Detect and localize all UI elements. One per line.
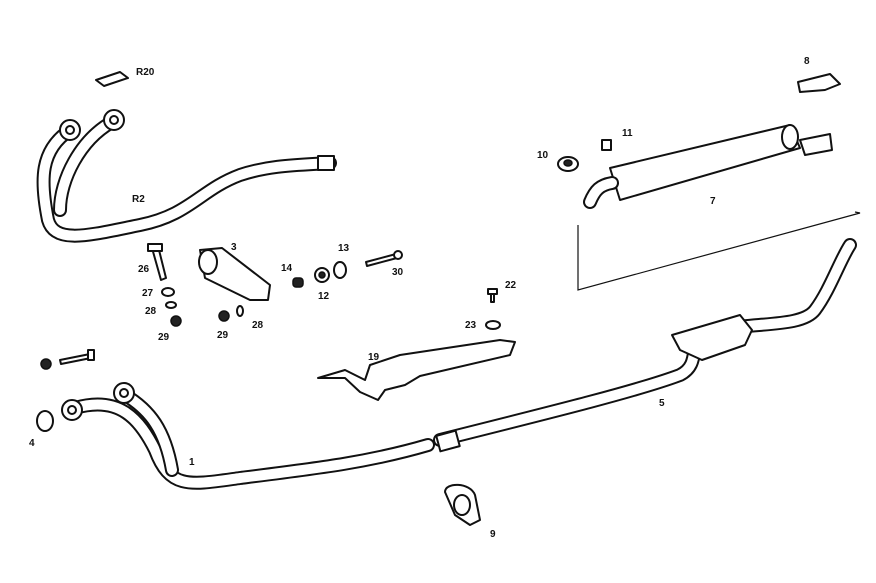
part-5-mid-pipe [433,238,857,453]
part-r20-bracket [95,71,129,87]
label-29-left: 29 [158,332,170,343]
part-1-front-pipe [61,382,435,490]
label-13: 13 [338,243,350,254]
part-r2-manifold-pipe [36,109,337,243]
label-4: 4 [29,438,35,449]
label-11: 11 [622,128,633,139]
label-22: 22 [505,280,517,291]
label-r2: R2 [132,194,145,205]
label-19: 19 [368,352,380,363]
label-r20: R20 [136,67,155,78]
hardware-bolts-nuts [36,243,501,432]
label-26: 26 [138,264,150,275]
label-3: 3 [231,242,237,253]
label-14: 14 [281,263,293,274]
label-28-right: 28 [252,320,264,331]
label-23: 23 [465,320,477,331]
label-28-left: 28 [145,306,157,317]
label-7: 7 [710,196,716,207]
part-labels: R20 R2 3 26 27 28 29 29 28 14 12 13 30 2… [29,56,810,540]
label-5: 5 [659,398,665,409]
part-7-rear-silencer [577,124,861,291]
part-3-bracket [198,247,271,301]
label-12: 12 [318,291,330,302]
label-8: 8 [804,56,810,67]
label-9: 9 [490,529,496,540]
part-19-heat-shield [317,339,516,401]
label-10: 10 [537,150,549,161]
label-29-right: 29 [217,330,229,341]
label-1: 1 [189,457,195,468]
part-10-11-mounts [557,139,612,172]
label-27: 27 [142,288,154,299]
label-30: 30 [392,267,404,278]
part-8-tail-tip [797,73,841,93]
part-9-clamp [444,483,481,526]
